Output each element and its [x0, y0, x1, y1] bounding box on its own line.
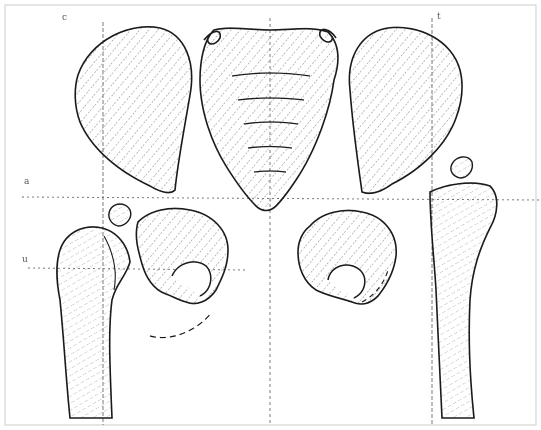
- label-left-upper: a: [24, 178, 29, 187]
- sacrum: [200, 28, 338, 210]
- right-ilium: [349, 27, 462, 193]
- left-femoral-head-arc: [150, 312, 212, 338]
- right-femur: [430, 183, 497, 418]
- label-top-left: c: [62, 14, 67, 23]
- left-acetabulum-pubis: [136, 209, 228, 304]
- left-femur: [57, 227, 130, 418]
- right-ossicle: [451, 157, 473, 178]
- label-top-right: t: [437, 13, 441, 22]
- left-ilium: [75, 27, 191, 193]
- label-left-lower: u: [22, 256, 28, 265]
- left-ossicle: [109, 204, 131, 226]
